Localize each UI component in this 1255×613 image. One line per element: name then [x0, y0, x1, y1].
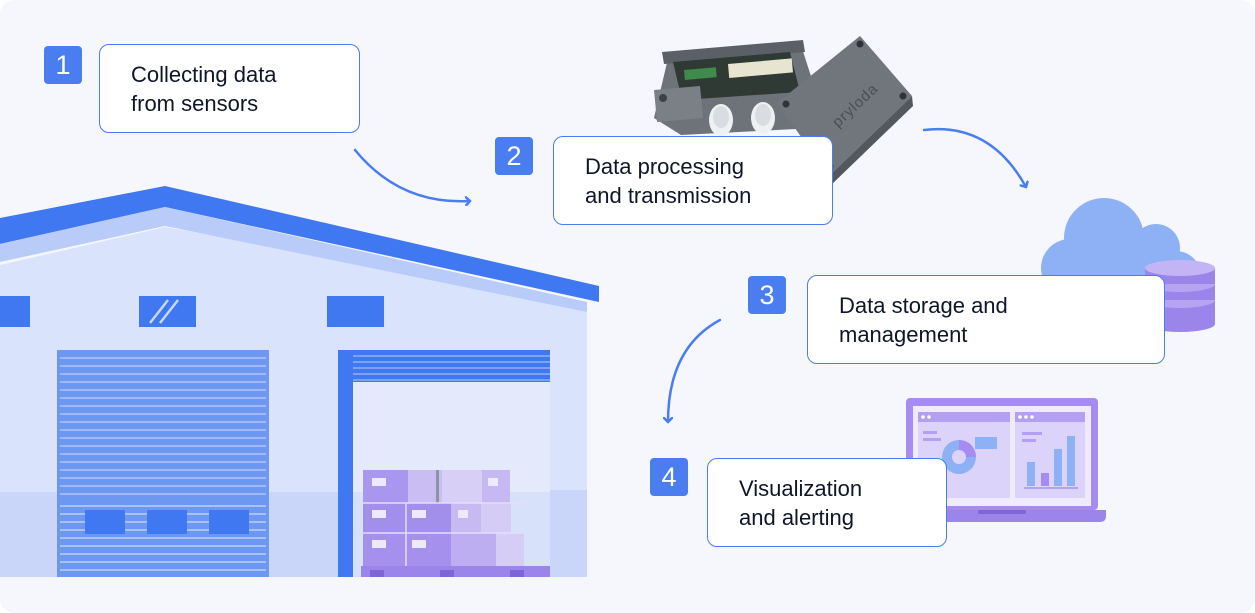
- window: [327, 296, 384, 327]
- laptop-dashboard-icon: [898, 398, 1106, 522]
- warehouse-illustration: [0, 186, 599, 577]
- step-3-badge: 3: [748, 276, 786, 314]
- step-2-box: Data processing and transmission: [553, 136, 833, 225]
- step-4-box: Visualization and alerting: [707, 458, 947, 547]
- step-1-badge: 1: [44, 46, 82, 84]
- flow-arrow-icon: [668, 318, 722, 424]
- shutter-door: [57, 350, 269, 577]
- step-3-label-line2: management: [839, 321, 968, 347]
- step-3-box: Data storage and management: [807, 275, 1165, 364]
- step-4-label-line1: Visualization: [739, 475, 863, 501]
- step-1-label-line1: Collecting data: [131, 61, 277, 87]
- pallet-boxes: [361, 470, 550, 577]
- step-1-box: Collecting data from sensors: [99, 44, 360, 133]
- step-2-label-line1: Data processing: [585, 153, 744, 179]
- step-2-label-line2: and transmission: [585, 182, 752, 208]
- step-1-label-line2: from sensors: [131, 90, 259, 116]
- step-3-label-line1: Data storage and: [839, 292, 1008, 318]
- step-4-badge: 4: [650, 458, 688, 496]
- flow-arrow-icon: [922, 127, 1026, 189]
- flow-arrow-icon: [353, 148, 472, 201]
- step-2-badge: 2: [495, 137, 533, 175]
- flow-arrows: [353, 127, 1026, 424]
- window: [0, 296, 30, 327]
- step-4-label-line2: and alerting: [739, 504, 854, 530]
